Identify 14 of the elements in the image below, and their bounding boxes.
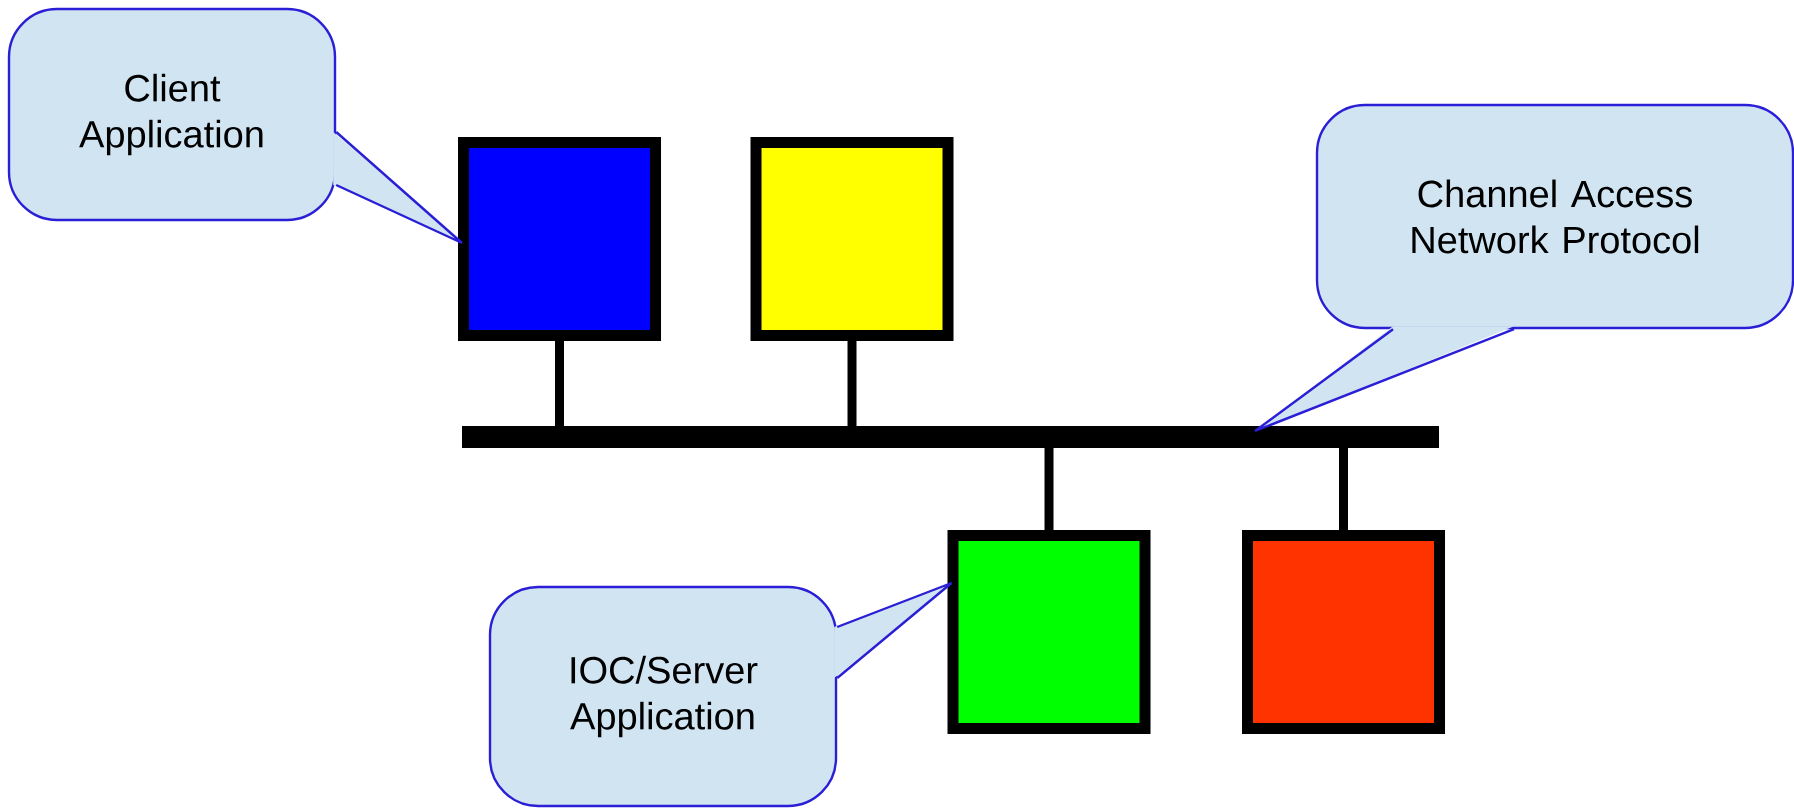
bus-bar [462,426,1439,448]
connector-line [555,341,564,426]
leader-line [333,130,464,245]
leader-line [834,581,953,680]
leader-line [1253,326,1516,433]
square [1242,530,1445,734]
square [947,530,1151,734]
connector-line [847,341,857,426]
square [750,137,954,341]
connector-line [1044,448,1054,530]
speech-bubble: IOC/Server Application [488,585,838,808]
connector-line [1339,448,1348,530]
square [458,137,661,341]
speech-bubble: Client Application [7,7,337,222]
